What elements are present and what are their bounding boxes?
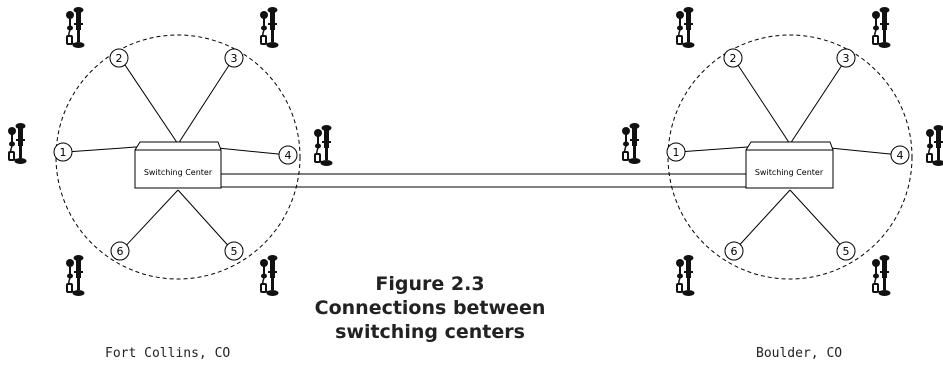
left-node-6: 6 (110, 241, 130, 261)
svg-text:5: 5 (231, 245, 238, 258)
right-node-3: 3 (836, 48, 856, 68)
phone-icon (675, 6, 696, 49)
caption-line-1: Connections between (314, 297, 546, 319)
right-switch-label: Switching Center (755, 168, 824, 177)
right-node-6: 6 (724, 241, 744, 261)
phone-icon (313, 124, 334, 167)
right-city-label: Boulder, CO (756, 346, 843, 361)
phone-icon (675, 254, 696, 297)
left-node-3: 3 (224, 48, 244, 68)
phone-icon (259, 254, 280, 297)
svg-text:1: 1 (60, 146, 67, 159)
svg-text:1: 1 (673, 146, 680, 159)
phone-icon (65, 254, 86, 297)
left-coverage-circle (55, 34, 301, 280)
phone-icon (871, 254, 892, 297)
svg-text:4: 4 (285, 149, 292, 162)
right-node-1: 1 (666, 142, 686, 162)
right-node-2: 2 (723, 48, 743, 68)
svg-text:5: 5 (843, 245, 850, 258)
left-node-2: 2 (109, 48, 129, 68)
left-node-4: 4 (278, 145, 298, 165)
right-site: Switching Center 1 2 3 4 5 6 (621, 6, 943, 297)
phone-icon (871, 6, 892, 49)
trunk-connection (221, 173, 746, 188)
right-node-5: 5 (836, 241, 856, 261)
figure-title: Figure 2.3 (375, 273, 485, 295)
phone-icon (65, 6, 86, 49)
svg-text:2: 2 (116, 52, 123, 65)
phone-icon (7, 122, 28, 165)
left-switch-label: Switching Center (144, 168, 213, 177)
svg-text:6: 6 (117, 245, 124, 258)
phone-icon (621, 122, 642, 165)
figure-caption: Figure 2.3 Connections between switching… (310, 272, 550, 344)
right-node-4: 4 (890, 145, 910, 165)
left-node-1: 1 (53, 142, 73, 162)
svg-text:4: 4 (897, 149, 904, 162)
svg-text:6: 6 (731, 245, 738, 258)
left-node-5: 5 (224, 241, 244, 261)
left-switching-center: Switching Center (134, 141, 222, 189)
svg-text:2: 2 (730, 52, 737, 65)
phone-icon (259, 6, 280, 49)
left-city-label: Fort Collins, CO (105, 346, 231, 361)
svg-text:3: 3 (231, 52, 238, 65)
right-switching-center: Switching Center (745, 141, 834, 189)
caption-line-2: switching centers (335, 321, 525, 343)
phone-icon (925, 124, 943, 167)
svg-text:3: 3 (843, 52, 850, 65)
right-coverage-circle (667, 34, 913, 280)
left-site: Switching Center 1 2 3 4 5 6 (7, 6, 334, 297)
